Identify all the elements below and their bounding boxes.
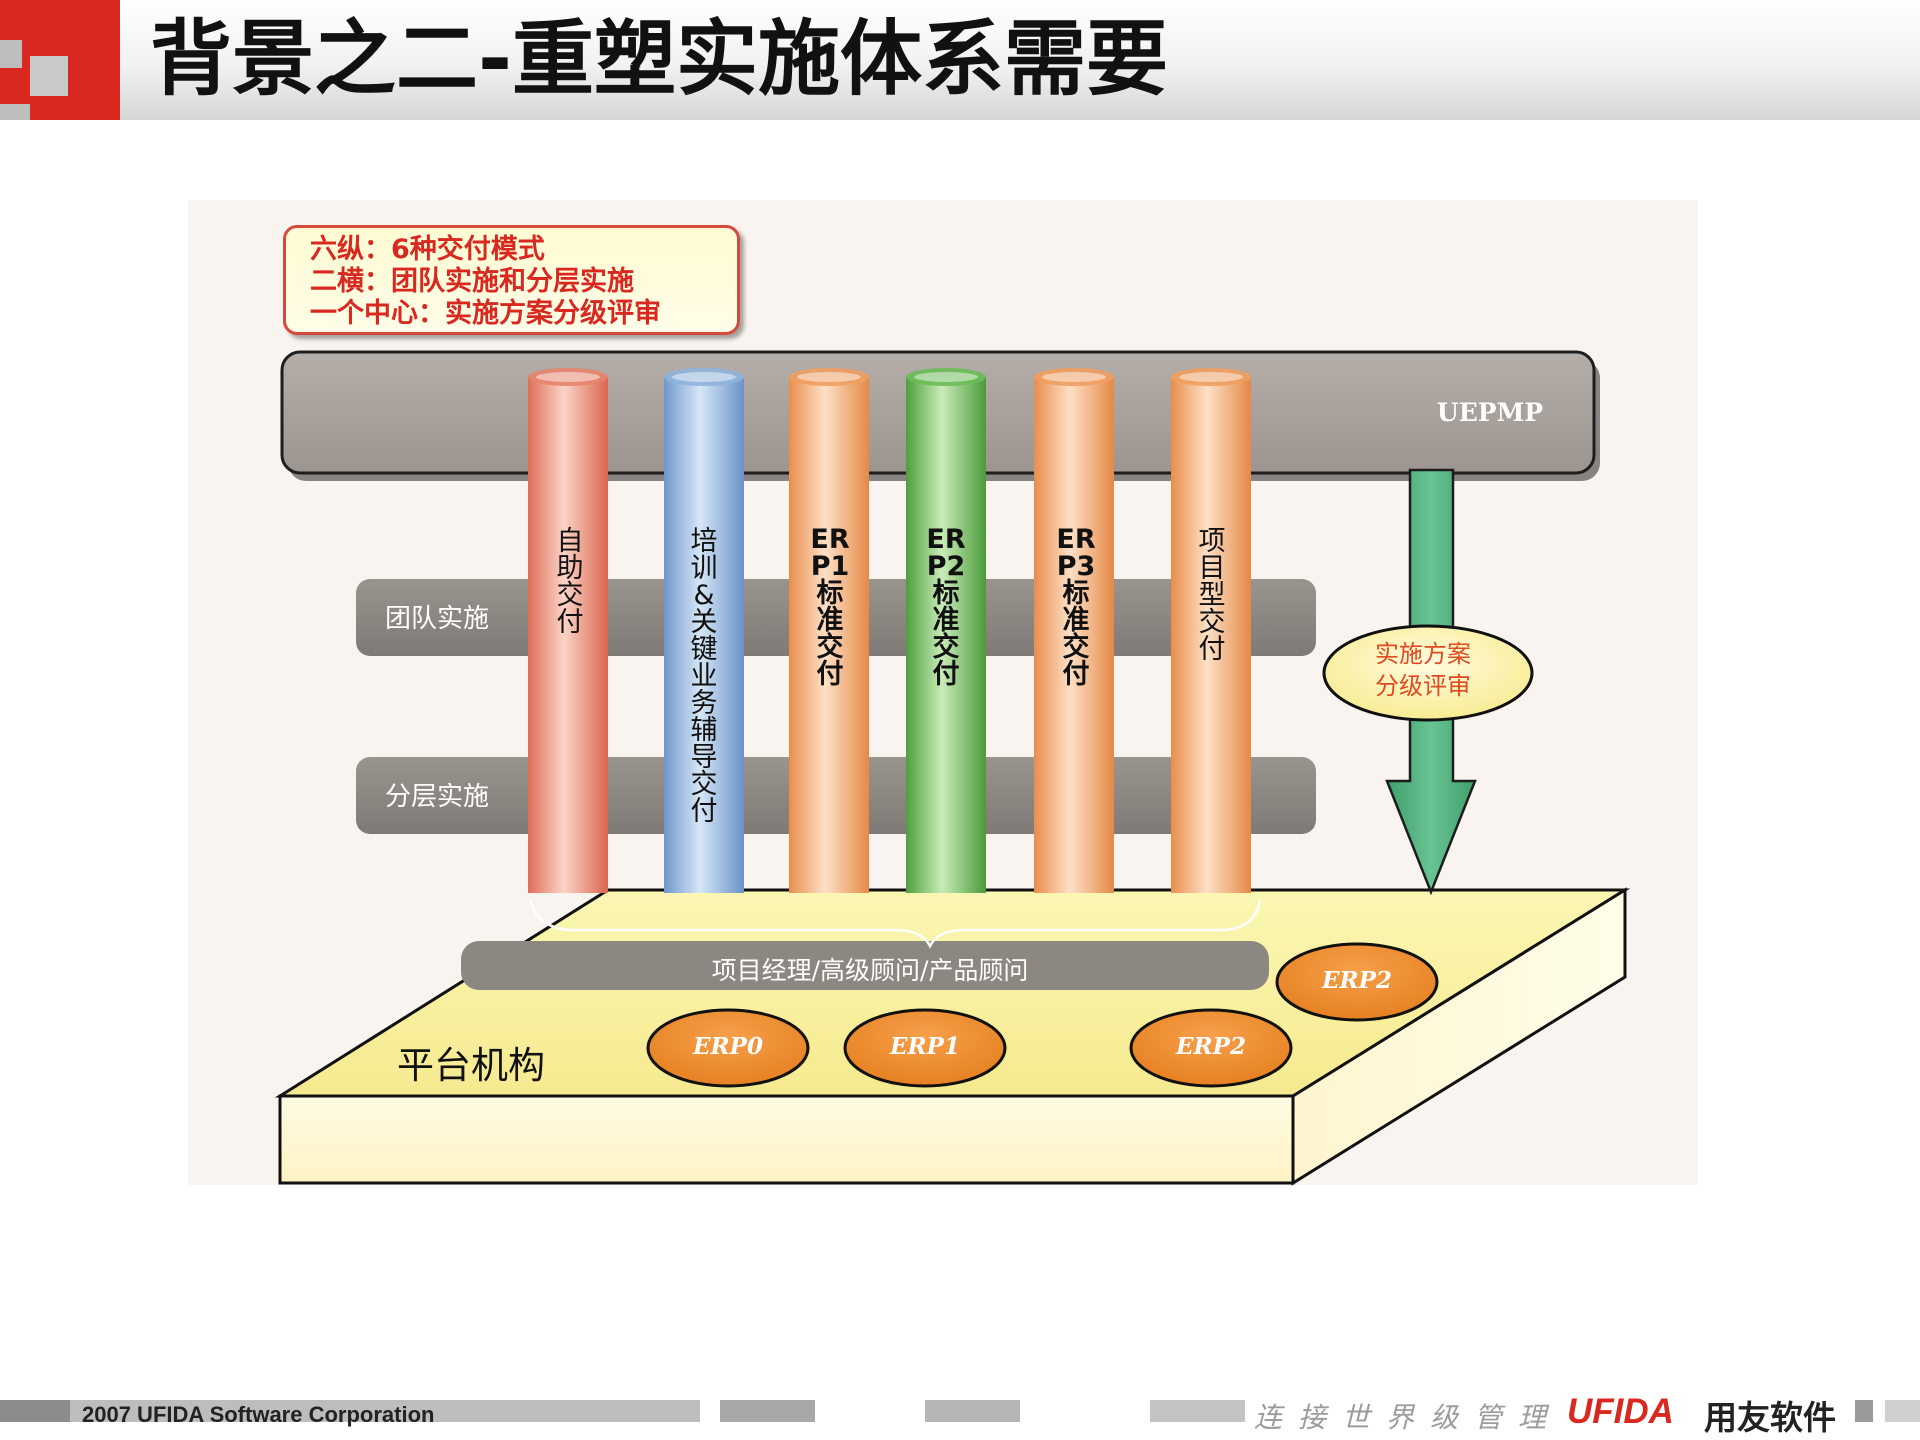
brand-name-cn: 用友软件 <box>1704 1398 1836 1437</box>
pillar-erp1 <box>789 368 869 893</box>
page-title: 背景之二-重塑实施体系需要 <box>150 12 1169 107</box>
review-oval <box>1322 624 1534 722</box>
pillar-erp2 <box>906 368 986 893</box>
summary-line-horizontal: 二横：团队实施和分层实施 <box>310 266 634 297</box>
erp1-oval <box>843 1008 1007 1088</box>
erp2-label-right: ERP2 <box>1322 967 1392 994</box>
copyright-text: 2007 UFIDA Software Corporation <box>82 1402 435 1427</box>
pillar-training <box>664 368 744 893</box>
platform-label: 平台机构 <box>397 1044 545 1087</box>
pillar-label-training: 培训&关键业务辅导交付 <box>690 526 718 827</box>
footer-bar <box>0 1400 1920 1422</box>
erp2-oval <box>1129 1008 1293 1088</box>
ufida-logo: UFIDA <box>1567 1392 1674 1431</box>
roles-bar <box>461 941 1269 990</box>
summary-line-center: 一个中心：实施方案分级评审 <box>310 298 661 329</box>
erp-ovals <box>646 942 1439 1088</box>
review-label: 实施方案 分级评审 <box>1323 638 1523 702</box>
title-bar <box>0 0 1920 120</box>
review-line-1: 实施方案 <box>1375 640 1471 668</box>
erp0-label: ERP0 <box>693 1033 763 1060</box>
erp0-oval <box>646 1008 810 1088</box>
pillar-label-self-service: 自助交付 <box>556 526 584 638</box>
erp2-label: ERP2 <box>1176 1033 1246 1060</box>
layered-implementation-label: 分层实施 <box>385 782 490 812</box>
pillar-label-project: 项目型交付 <box>1198 526 1226 665</box>
pillar-erp3 <box>1034 368 1114 893</box>
logo-block-icon <box>0 0 120 120</box>
review-line-2: 分级评审 <box>1375 672 1471 700</box>
pillar-group <box>528 368 1251 893</box>
pillar-self-service <box>528 368 608 893</box>
summary-line-vertical: 六纵：6种交付模式 <box>310 234 545 265</box>
slogan-text: 连接世界级管理 <box>1254 1401 1563 1434</box>
pillar-project <box>1171 368 1251 893</box>
uepmp-label: UEPMP <box>1436 398 1544 427</box>
team-implementation-label: 团队实施 <box>385 604 490 634</box>
summary-box: 六纵：6种交付模式 二横：团队实施和分层实施 一个中心：实施方案分级评审 <box>283 225 740 335</box>
roles-label: 项目经理/高级顾问/产品顾问 <box>711 956 1029 985</box>
erp1-label: ERP1 <box>890 1033 960 1060</box>
erp2-oval-right <box>1275 942 1439 1022</box>
pillar-brace <box>528 899 1262 949</box>
